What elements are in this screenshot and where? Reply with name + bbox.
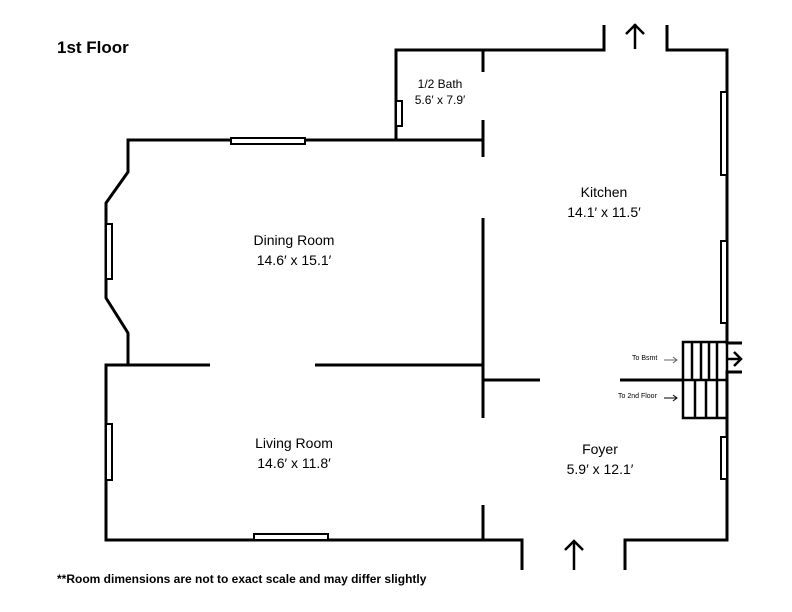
staircase <box>681 340 729 420</box>
window <box>720 240 728 324</box>
window <box>253 533 329 541</box>
stair-label-basement: To Bsmt <box>632 355 658 362</box>
window <box>230 137 306 145</box>
window <box>720 91 728 176</box>
window <box>105 423 113 481</box>
window <box>395 100 403 127</box>
floor-title: 1st Floor <box>57 38 129 57</box>
arrow-icon <box>564 23 743 570</box>
stair-pointer-icon <box>664 356 678 364</box>
window <box>720 436 728 480</box>
windows <box>105 91 728 541</box>
window <box>105 223 113 280</box>
stair-label-second: To 2nd Floor <box>618 393 657 400</box>
walls <box>104 25 742 570</box>
stair-pointer-icon <box>664 394 678 402</box>
scale-note: **Room dimensions are not to exact scale… <box>57 572 427 586</box>
